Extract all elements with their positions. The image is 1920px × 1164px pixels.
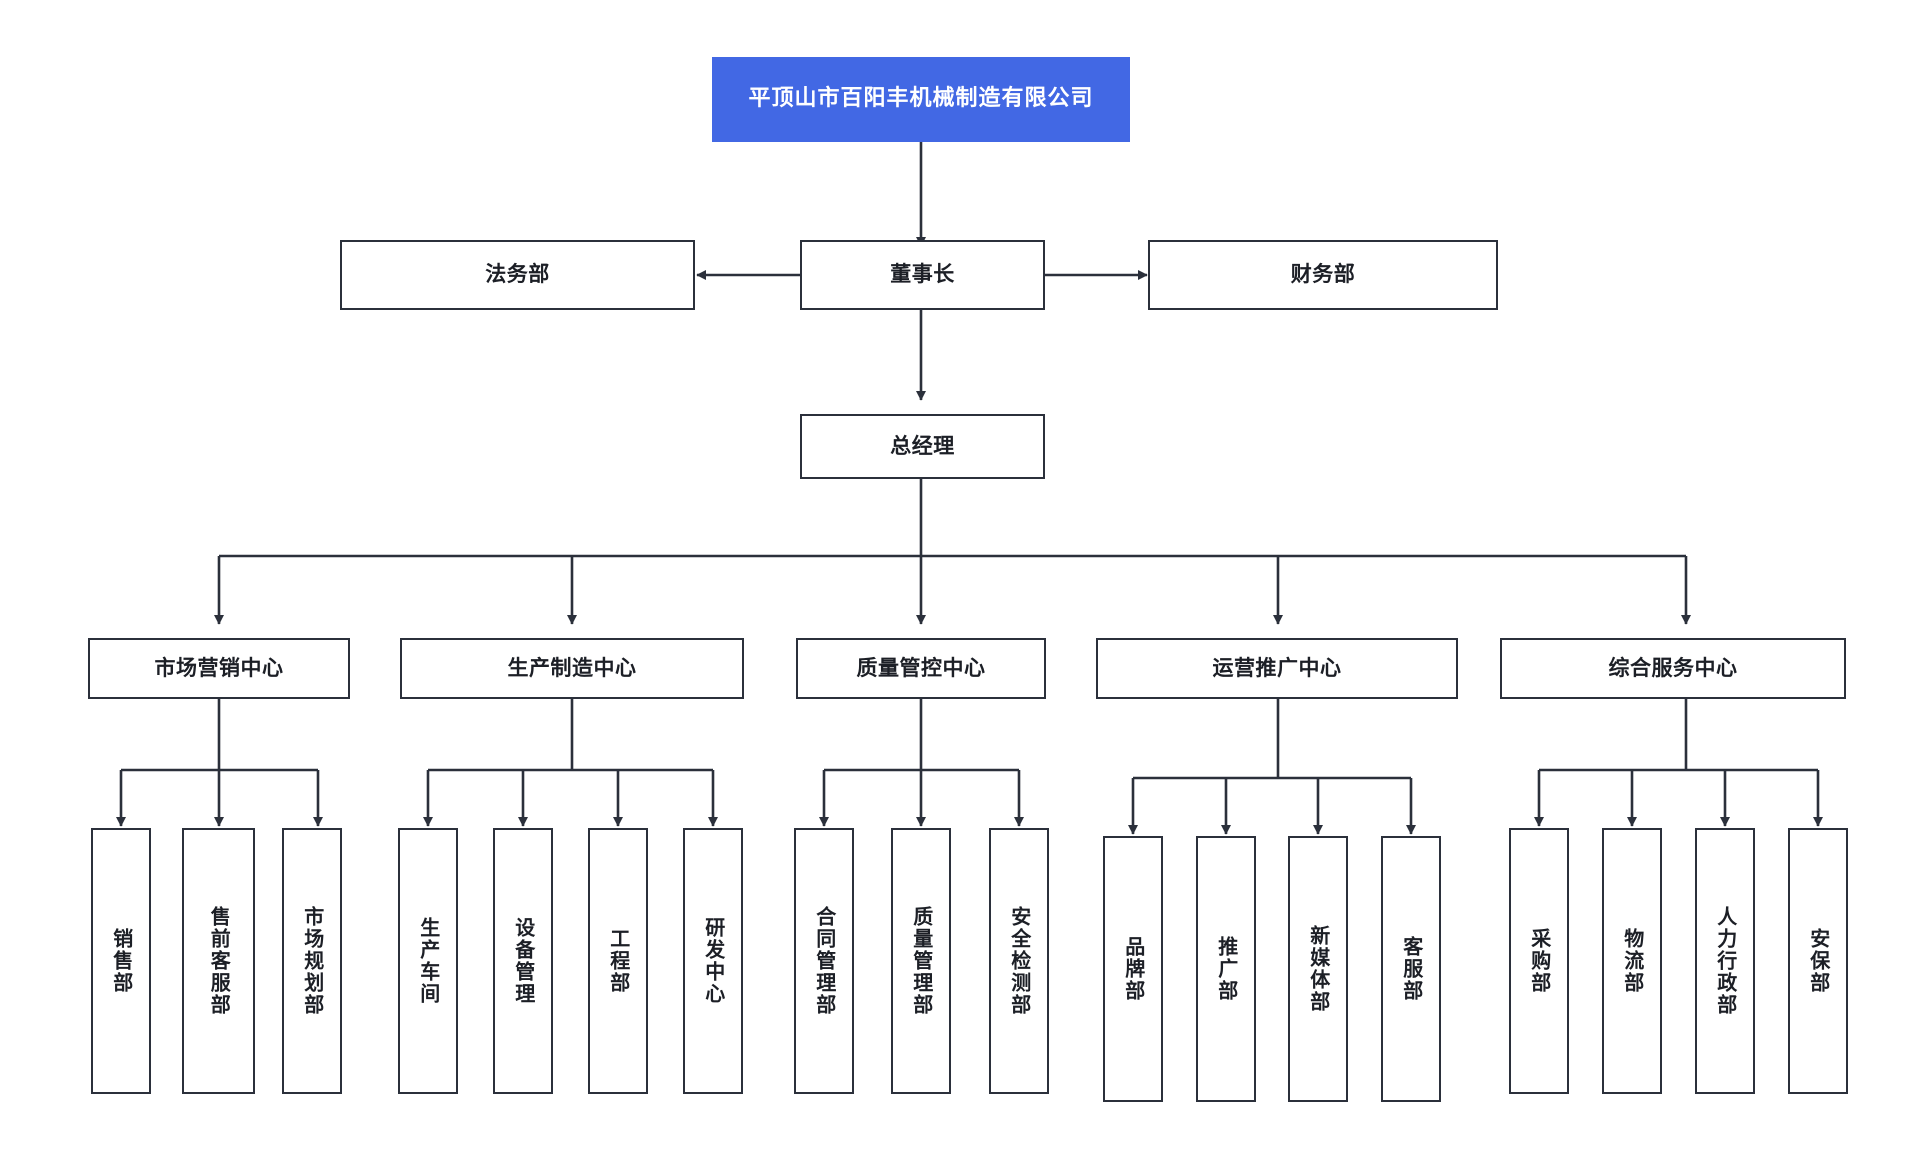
node-dept-equipment-management[interactable]: 设备管理 — [493, 828, 553, 1094]
node-label-dept-new-media: 新媒体部 — [1306, 925, 1331, 1013]
node-label-dept-safety-inspection: 安全检测部 — [1007, 906, 1032, 1016]
node-label-dept-sales: 销售部 — [109, 928, 134, 994]
node-chairman[interactable]: 董事长 — [800, 240, 1045, 310]
node-label-legal: 法务部 — [485, 262, 550, 287]
node-dept-production-workshop[interactable]: 生产车间 — [398, 828, 458, 1094]
node-label-dept-promotion: 推广部 — [1214, 936, 1239, 1002]
node-dept-procurement[interactable]: 采购部 — [1509, 828, 1569, 1094]
node-dept-security[interactable]: 安保部 — [1788, 828, 1848, 1094]
node-label-dept-quality-management: 质量管理部 — [909, 906, 934, 1016]
node-dept-contract-management[interactable]: 合同管理部 — [794, 828, 854, 1094]
node-dept-promotion[interactable]: 推广部 — [1196, 836, 1256, 1102]
node-label-center-operations: 运营推广中心 — [1212, 655, 1342, 680]
node-dept-new-media[interactable]: 新媒体部 — [1288, 836, 1348, 1102]
node-label-dept-presales-service: 售前客服部 — [207, 906, 232, 1016]
node-label-center-marketing: 市场营销中心 — [154, 655, 284, 680]
node-label-dept-customer-service: 客服部 — [1399, 936, 1424, 1002]
node-finance-department[interactable]: 财务部 — [1148, 240, 1498, 310]
node-center-operations[interactable]: 运营推广中心 — [1096, 638, 1458, 699]
node-dept-rd-center[interactable]: 研发中心 — [683, 828, 743, 1094]
node-label-dept-market-planning: 市场规划部 — [300, 906, 325, 1016]
node-dept-quality-management[interactable]: 质量管理部 — [891, 828, 951, 1094]
node-label-dept-brand: 品牌部 — [1121, 936, 1146, 1002]
node-center-production[interactable]: 生产制造中心 — [400, 638, 744, 699]
node-label-center-services: 综合服务中心 — [1608, 655, 1738, 680]
node-center-marketing[interactable]: 市场营销中心 — [88, 638, 350, 699]
node-label-center-quality: 质量管控中心 — [856, 655, 986, 680]
node-label-dept-production-workshop: 生产车间 — [416, 917, 441, 1005]
node-dept-sales[interactable]: 销售部 — [91, 828, 151, 1094]
node-label-dept-security: 安保部 — [1806, 928, 1831, 994]
node-dept-brand[interactable]: 品牌部 — [1103, 836, 1163, 1102]
node-label-dept-rd-center: 研发中心 — [701, 917, 726, 1005]
node-dept-safety-inspection[interactable]: 安全检测部 — [989, 828, 1049, 1094]
node-dept-customer-service[interactable]: 客服部 — [1381, 836, 1441, 1102]
node-legal-department[interactable]: 法务部 — [340, 240, 695, 310]
node-label-dept-logistics: 物流部 — [1620, 928, 1645, 994]
node-dept-engineering[interactable]: 工程部 — [588, 828, 648, 1094]
node-label-dept-contract-management: 合同管理部 — [812, 906, 837, 1016]
node-label-general-manager: 总经理 — [890, 433, 955, 458]
node-center-services[interactable]: 综合服务中心 — [1500, 638, 1846, 699]
node-label-chairman: 董事长 — [890, 262, 955, 287]
node-label-dept-procurement: 采购部 — [1527, 928, 1552, 994]
node-dept-market-planning[interactable]: 市场规划部 — [282, 828, 342, 1094]
node-center-quality[interactable]: 质量管控中心 — [796, 638, 1046, 699]
node-company-root[interactable]: 平顶山市百阳丰机械制造有限公司 — [712, 57, 1130, 142]
node-label-finance: 财务部 — [1290, 262, 1356, 287]
node-label-center-production: 生产制造中心 — [507, 655, 637, 680]
node-label-company: 平顶山市百阳丰机械制造有限公司 — [748, 86, 1094, 112]
node-dept-hr-administration[interactable]: 人力行政部 — [1695, 828, 1755, 1094]
node-label-dept-equipment-management: 设备管理 — [511, 917, 536, 1005]
node-general-manager[interactable]: 总经理 — [800, 414, 1045, 479]
node-dept-logistics[interactable]: 物流部 — [1602, 828, 1662, 1094]
node-label-dept-hr-administration: 人力行政部 — [1713, 906, 1738, 1016]
node-label-dept-engineering: 工程部 — [606, 928, 631, 994]
node-dept-presales-service[interactable]: 售前客服部 — [182, 828, 255, 1094]
